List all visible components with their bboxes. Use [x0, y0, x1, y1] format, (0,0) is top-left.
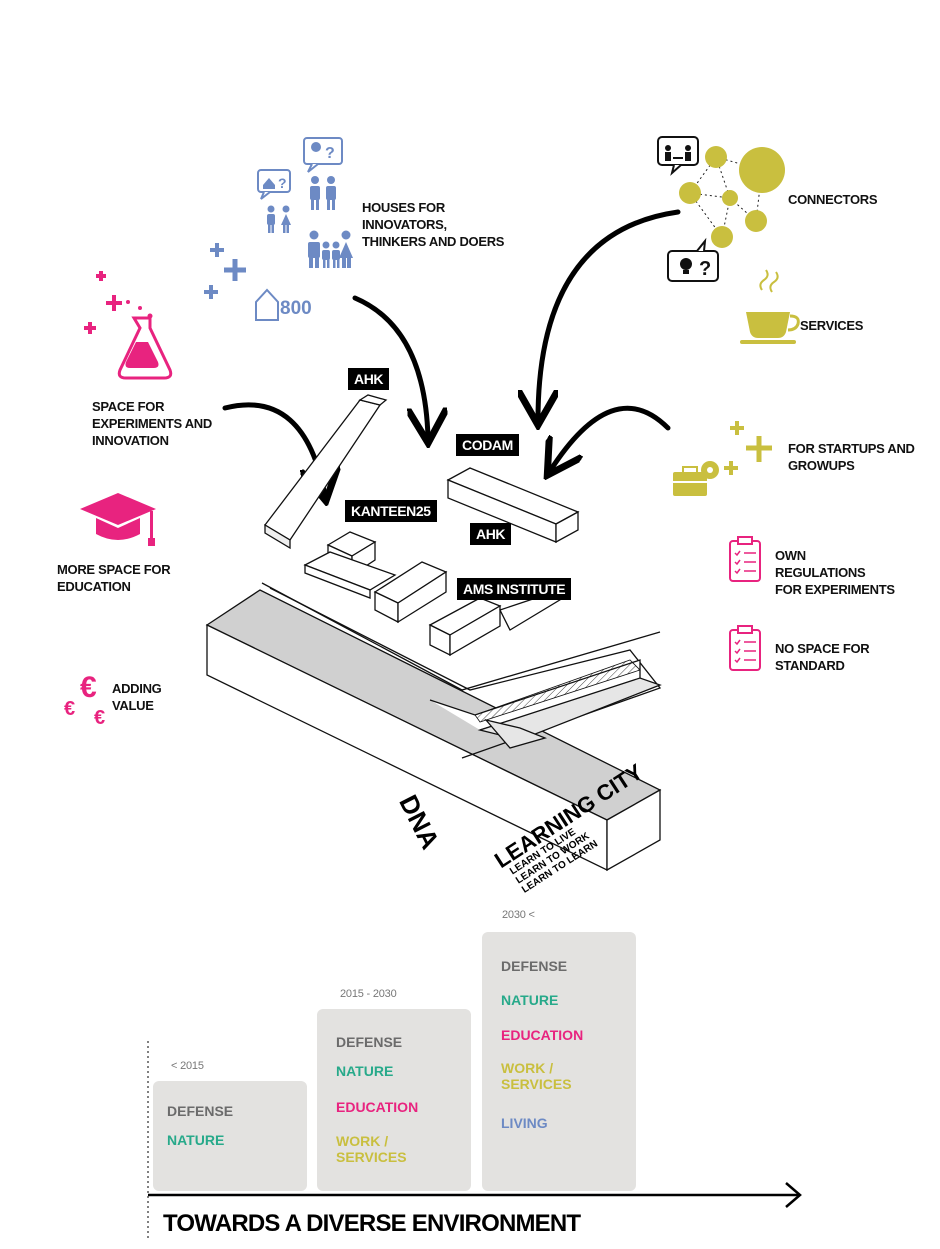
phase-1-level-nature: NATURE	[167, 1132, 225, 1148]
tag-ahk-top: AHK	[348, 368, 390, 390]
svg-text:€: €	[94, 707, 105, 729]
flask-icon	[84, 271, 173, 380]
graduation-cap-icon	[80, 493, 156, 546]
phase-3-level-education: EDUCATION	[501, 1027, 584, 1043]
no-standard-label: NO SPACE FOR STANDARD	[775, 641, 870, 673]
network-icon: ?	[657, 136, 785, 282]
experiments-label: SPACE FOR EXPERIMENTS AND INNOVATION	[92, 399, 212, 448]
svg-text:?: ?	[278, 175, 287, 191]
tag-ahk-mid: AHK	[470, 523, 512, 545]
briefcase-icon	[673, 421, 772, 496]
phase-3-level-nature: NATURE	[501, 992, 559, 1008]
tag-ams: AMS INSTITUTE	[457, 578, 572, 600]
phase-1-level-defense: DEFENSE	[167, 1103, 234, 1119]
phase-2-level-defense: DEFENSE	[336, 1034, 403, 1050]
svg-text:€: €	[80, 671, 97, 704]
svg-text:?: ?	[699, 258, 711, 280]
coffee-cup-icon	[740, 269, 800, 344]
phase-2-level-work: WORK / SERVICES	[336, 1133, 407, 1165]
clipboard-icon-1	[729, 536, 761, 582]
timeline-title: TOWARDS A DIVERSE ENVIRONMENT	[163, 1210, 581, 1237]
phase-3-level-defense: DEFENSE	[501, 958, 568, 974]
phase-1-column	[153, 1081, 307, 1191]
startups-label: FOR STARTUPS AND GROWUPS	[788, 441, 915, 473]
services-label: SERVICES	[800, 318, 864, 333]
phase-3-column	[482, 932, 636, 1191]
phase-3-level-living: LIVING	[501, 1115, 548, 1131]
timeline-axis	[147, 1041, 802, 1240]
connectors-label: CONNECTORS	[788, 192, 878, 207]
house-count: 800	[280, 298, 312, 319]
tag-kanteen: KANTEEN25	[345, 500, 437, 522]
clipboard-icon-2	[729, 625, 761, 671]
regulations-label: OWN REGULATIONS FOR EXPERIMENTS	[775, 548, 895, 597]
people-icon: ? ?	[204, 137, 353, 321]
education-label: MORE SPACE FOR EDUCATION	[57, 562, 171, 594]
phase-2-level-education: EDUCATION	[336, 1099, 419, 1115]
phase-3-level-work: WORK / SERVICES	[501, 1060, 572, 1092]
euro-icon: € € €	[64, 671, 105, 729]
phase-3-period: 2030 <	[502, 909, 535, 921]
value-label: ADDING VALUE	[112, 681, 162, 713]
phase-2-level-nature: NATURE	[336, 1063, 394, 1079]
houses-label: HOUSES FOR INNOVATORS, THINKERS AND DOER…	[362, 200, 505, 249]
curved-arrows	[222, 209, 681, 496]
svg-text:?: ?	[325, 145, 335, 162]
phase-2-period: 2015 - 2030	[340, 988, 397, 1000]
svg-text:€: €	[64, 698, 75, 720]
site-model	[205, 394, 662, 872]
phase-1-period: < 2015	[171, 1060, 204, 1072]
phase-2-column	[317, 1009, 471, 1191]
tag-codam: CODAM	[456, 434, 519, 456]
